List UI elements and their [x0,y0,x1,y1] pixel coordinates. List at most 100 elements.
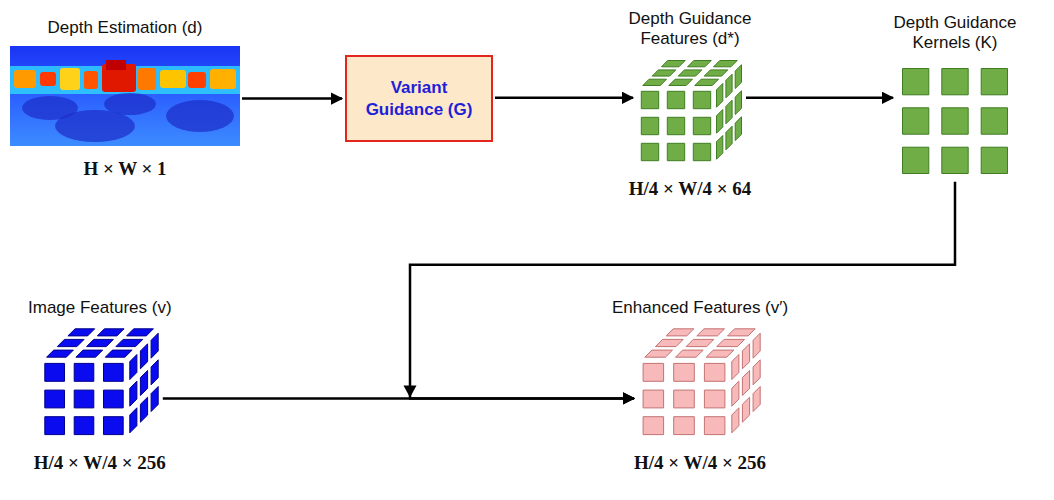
cell [667,91,684,108]
cell [645,350,673,357]
node-figure [10,46,240,146]
arrow-connector [163,397,634,400]
cell [97,329,124,336]
arrow-connector [746,97,893,100]
dimension-label: H/4 × W/4 × 256 [634,452,766,474]
cell [641,91,658,108]
feature-cube [636,58,744,166]
cell [732,355,739,380]
cell [667,117,684,134]
cell [669,79,693,85]
cell [753,387,760,412]
arrow-connector [495,97,633,100]
cell [742,398,749,423]
feature-node: Enhanced Features (v′) H/4 × W/4 × 256 [612,298,788,474]
cell [45,417,65,435]
cell [903,147,929,173]
cell [697,329,725,336]
cell [641,117,658,134]
cell [742,371,749,396]
cell [676,350,704,357]
cell [126,329,153,336]
cell [735,65,741,89]
dimension-label: H/4 × W/4 × 256 [34,452,166,474]
cell [714,60,738,66]
feature-cube [637,326,763,440]
cell [674,417,695,435]
feature-cube [39,326,161,440]
cell [717,109,723,133]
dimension-label: H/4 × W/4 × 64 [629,178,752,200]
cell [704,417,725,435]
cell [103,364,123,382]
cell [693,91,710,108]
feature-node: Depth Guidance Features (d*) H/4 × W/4 × … [615,9,765,200]
cell [903,108,929,134]
arrow-connector [410,182,955,399]
cell [942,68,968,94]
depth-map-node: Depth Estimation (d) H × W × 1 [10,18,240,180]
cell [656,340,684,347]
node-figure [637,326,763,440]
node-title: Depth Estimation (d) [48,18,203,38]
kernel-grid [896,62,1014,180]
box-label: Variant Guidance (G) [357,77,481,120]
node-title: Image Features (v) [28,298,172,318]
cell [674,364,695,382]
cell [76,350,103,357]
cell [732,408,739,433]
junction-arrowhead [404,385,417,397]
cell [643,390,664,408]
cell [688,60,712,66]
feature-node: Image Features (v) H/4 × W/4 × 256 [28,298,172,474]
cell [130,408,137,433]
node-figure [636,58,744,166]
cell [942,147,968,173]
cell [68,329,95,336]
cell [140,344,147,369]
cell [74,417,94,435]
cell [103,417,123,435]
cell [643,364,664,382]
cell [674,390,695,408]
cell [732,382,739,407]
cell [742,344,749,369]
cell [130,382,137,407]
cell [981,147,1007,173]
cell [693,143,710,160]
cell [706,350,734,357]
node-title: Depth Guidance Kernels (K) [890,13,1020,54]
cell [74,390,94,408]
cell [667,143,684,160]
cell [86,340,113,347]
cell [130,355,137,380]
cell [735,117,741,141]
cell [140,398,147,423]
cell [695,79,719,85]
cell [151,387,158,412]
cell [981,108,1007,134]
node-title: Enhanced Features (v′) [612,298,788,318]
node-figure [896,62,1014,180]
cell [46,350,73,357]
node-title: Depth Guidance Features (d*) [615,9,765,50]
kernel-node: Depth Guidance Kernels (K) [890,13,1020,180]
node-figure [39,326,161,440]
cell [686,340,714,347]
dimension-label: H × W × 1 [83,158,166,180]
cell [652,70,676,76]
depth-map [10,46,240,146]
cell [678,70,702,76]
cell [717,135,723,159]
cell [103,390,123,408]
cell [105,350,132,357]
cell [735,91,741,115]
cell [641,143,658,160]
cell [666,329,694,336]
cell [942,108,968,134]
cell [726,74,732,98]
cell [116,340,143,347]
cell [717,340,745,347]
cell [704,70,728,76]
